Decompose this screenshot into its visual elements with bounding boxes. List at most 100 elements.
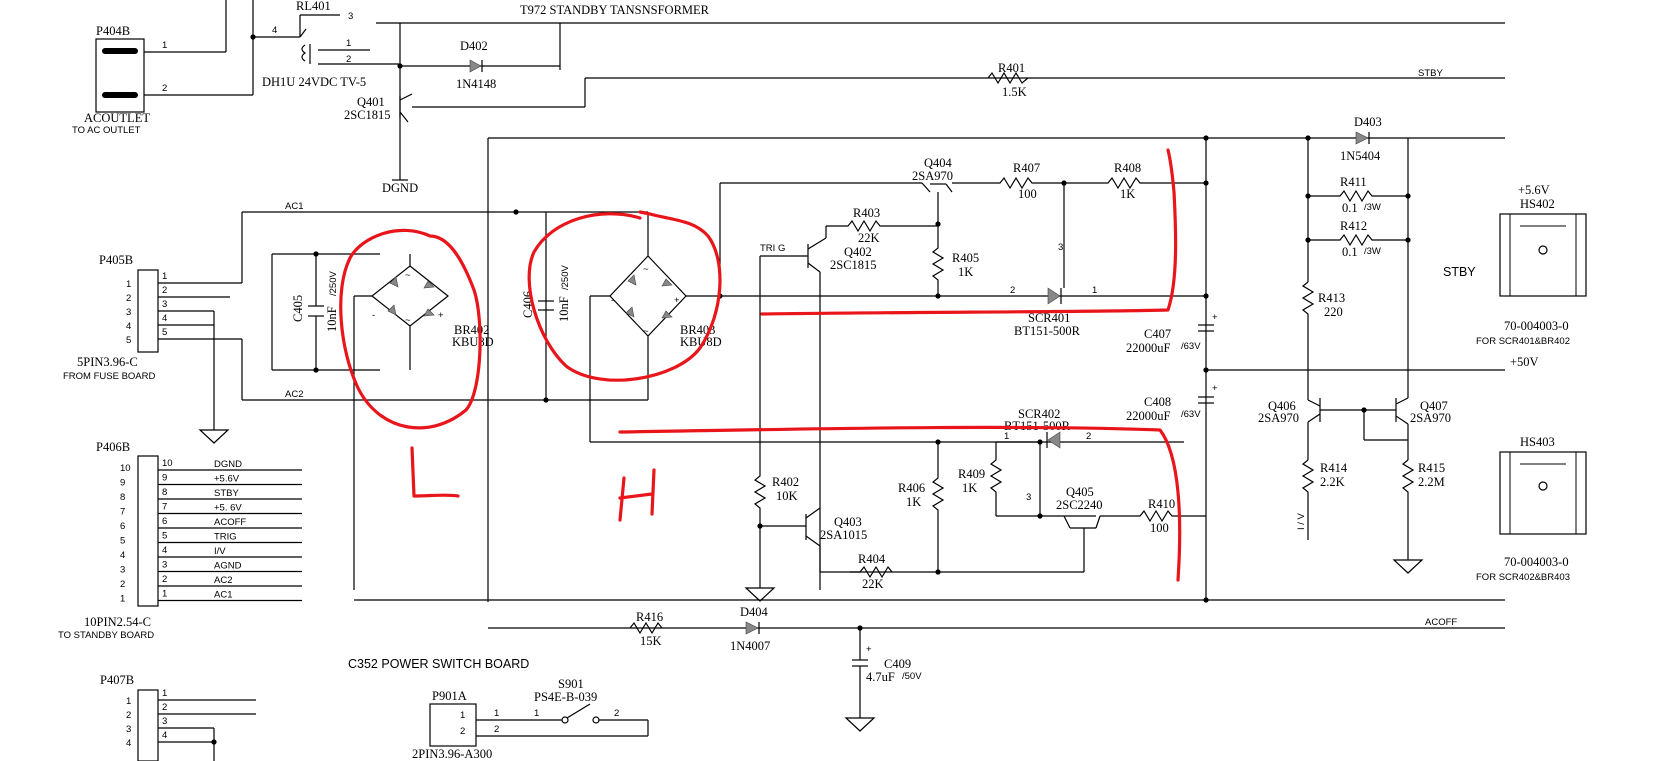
pin-label: 9: [120, 478, 125, 489]
r402-ref: R402: [772, 475, 799, 489]
c408-ref: C408: [1144, 395, 1171, 409]
q406-value: 2SA970: [1258, 411, 1299, 425]
q407-ref: Q407: [1420, 399, 1448, 413]
resistor-r412: R412 0.1 /3W: [1308, 219, 1408, 259]
pin-label: 1: [346, 38, 351, 49]
pin-label: 1: [460, 710, 465, 721]
transistor-icon: [805, 535, 821, 547]
transistor-icon: [921, 182, 931, 193]
p404b-ref: P404B: [96, 24, 130, 38]
pin-label: 3: [126, 307, 131, 318]
pin-label: 3: [120, 565, 125, 576]
resistor-icon: [1301, 281, 1315, 400]
r406-value: 1K: [906, 495, 921, 509]
r411-rating: /3W: [1364, 202, 1381, 213]
pin-label: 1: [1004, 431, 1009, 442]
red-circle-right-bridge: [527, 210, 722, 382]
plug-slot-icon: [102, 92, 138, 98]
pin-label: 3: [162, 299, 167, 310]
transistor-icon: [807, 262, 821, 273]
diode-d403: D403 1N5404: [1340, 115, 1382, 163]
pin-net-label: TRIG: [214, 532, 237, 543]
pin-label: 1: [494, 708, 499, 719]
resistor-r415: R415 2.2M: [1392, 459, 1445, 574]
ac1-net-label: AC1: [285, 201, 303, 212]
pin-label: 4: [272, 25, 277, 36]
p405b-body: [137, 269, 159, 353]
q406-ref: Q406: [1268, 399, 1296, 413]
pin-label: 2: [126, 293, 131, 304]
svg-text:~: ~: [643, 326, 649, 337]
pin-label: 3: [348, 11, 353, 22]
hs403-value: 70-004003-0: [1504, 555, 1569, 569]
svg-text:+: +: [438, 310, 444, 321]
diode-icon: [389, 276, 399, 288]
resistor-icon: [987, 71, 1029, 85]
resistor-r405: R405 1K: [931, 224, 979, 296]
junction: [1305, 193, 1311, 199]
stby-net-label: STBY: [1418, 68, 1443, 79]
pin-label: 1: [162, 589, 167, 600]
connector-p405b: P405B 1 2 3 4 5 1 2 3 4 5 5PIN3.96-C FRO…: [63, 253, 242, 382]
acoff-net-label: ACOFF: [1425, 617, 1457, 628]
pin-label: 3: [1058, 242, 1063, 253]
r411-value: 0.1: [1342, 201, 1358, 215]
ac2-net-label: AC2: [285, 389, 303, 400]
r412-ref: R412: [1340, 219, 1367, 233]
capacitor-c405: C405 10nF /250V: [271, 251, 380, 373]
pin-label: 2: [494, 724, 499, 735]
q405-ref: Q405: [1066, 485, 1094, 499]
pin-label: 7: [162, 502, 167, 513]
pin-label: 2: [1086, 431, 1091, 442]
p901a-label: 2PIN3.96-A300: [412, 747, 492, 761]
junction: [935, 293, 941, 299]
pin-label: 2: [162, 83, 167, 94]
r402-value: 10K: [776, 489, 798, 503]
pin-label: 9: [162, 473, 167, 484]
c405-ref: C405: [291, 295, 305, 322]
pin-label: 6: [120, 521, 125, 532]
r415-value: 2.2M: [1418, 475, 1445, 489]
transistor-q402: TRI G Q402 2SC1815: [760, 226, 877, 590]
pin-label: 2: [120, 579, 125, 590]
pin-label: 6: [162, 516, 167, 527]
red-circle-left-bridge: [339, 228, 482, 430]
pin-label: 3: [126, 724, 131, 735]
pin-label: 2: [614, 708, 619, 719]
r407-value: 100: [1018, 187, 1037, 201]
diode-icon: [627, 274, 637, 286]
pin-label: 3: [162, 560, 167, 571]
br402-value: KBU8D: [452, 335, 494, 349]
pin-net-label: DGND: [214, 459, 242, 470]
red-line-upper-path: [760, 148, 1178, 316]
capacitor-c409: + C409 4.7uF /50V: [844, 628, 922, 732]
r408-ref: R408: [1114, 161, 1141, 175]
pin-label: 1: [1092, 285, 1097, 296]
p404b-sub: TO AC OUTLET: [72, 125, 141, 136]
scr401-ref: SCR401: [1028, 311, 1070, 325]
r411-ref: R411: [1340, 175, 1367, 189]
pin-label: 1: [162, 40, 167, 51]
heatsink-icon: [1499, 213, 1587, 297]
pin-label: 8: [162, 487, 167, 498]
svg-text:+: +: [1212, 312, 1218, 323]
pin-label: 4: [162, 313, 167, 324]
switch-lever-icon: [566, 703, 591, 719]
diode-icon: [423, 280, 435, 289]
transistor-icon: [807, 237, 827, 250]
ground-icon: [744, 587, 776, 602]
svg-text:+: +: [1212, 383, 1218, 394]
pin-label: 8: [120, 492, 125, 503]
ground-icon: [844, 717, 876, 732]
d404-value: 1N4007: [730, 639, 770, 653]
transistor-q403: Q403 2SA1015: [805, 507, 867, 572]
r416-value: 15K: [640, 634, 662, 648]
pin-label: 2: [460, 726, 465, 737]
resistor-r410: R410 100: [1100, 497, 1206, 535]
q404-ref: Q404: [924, 156, 953, 170]
transistor-icon: [399, 111, 409, 123]
p406b-body: [137, 455, 159, 607]
switch-s901: S901 PS4E-B-039 1 2: [534, 677, 649, 736]
c407-value: 22000uF: [1126, 341, 1171, 355]
pin-label: 3: [1026, 492, 1031, 503]
